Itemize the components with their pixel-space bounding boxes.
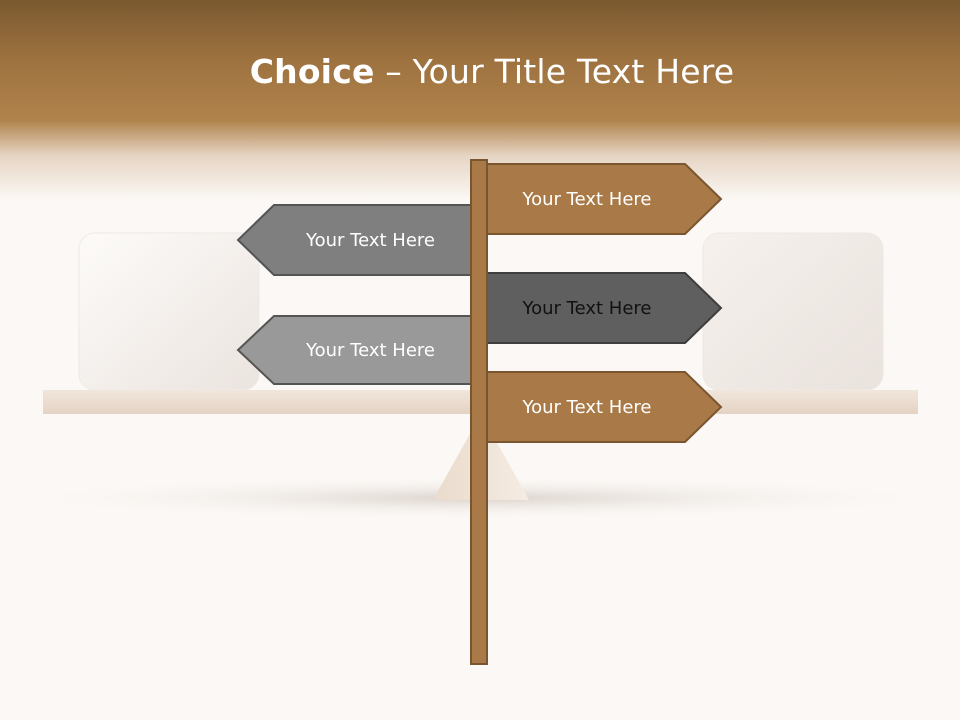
sign-right-top-label: Your Text Here (522, 188, 652, 210)
title-bold: Choice (249, 52, 375, 91)
slide-title: Choice – Your Title Text Here (0, 52, 960, 91)
sign-right-middle-label: Your Text Here (522, 297, 652, 319)
title-rest: – Your Title Text Here (374, 52, 735, 91)
signpost-pole (470, 159, 488, 665)
sign-left-top-label: Your Text Here (306, 229, 435, 251)
left-cube (78, 232, 260, 391)
sign-right-bottom-label: Your Text Here (522, 396, 652, 418)
sign-left-bottom-label: Your Text Here (306, 339, 435, 361)
right-cube (702, 232, 884, 391)
